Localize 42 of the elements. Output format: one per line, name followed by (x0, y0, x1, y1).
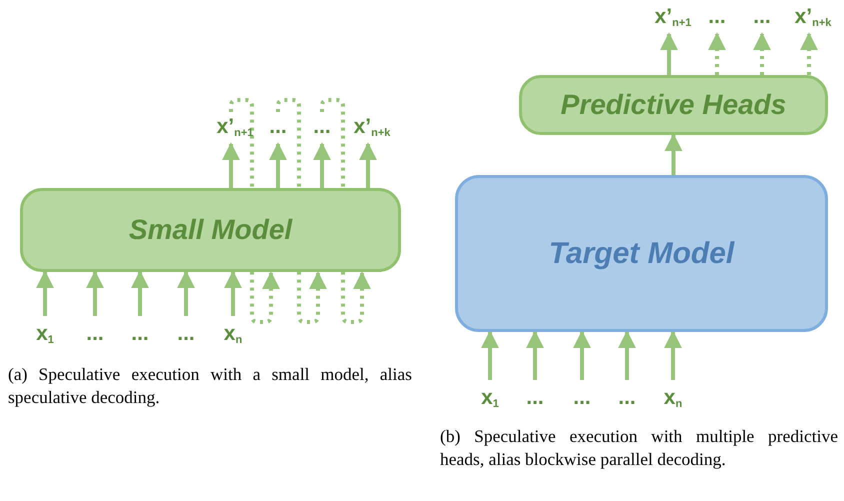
model-box: Predictive Heads (519, 75, 828, 135)
arrow (86, 270, 104, 316)
arrow (313, 142, 331, 188)
arrow (526, 330, 544, 380)
token-label: ... (520, 386, 550, 410)
arrow (222, 142, 240, 188)
token-label: ... (80, 322, 110, 346)
arrow (36, 270, 54, 316)
model-box: Target Model (455, 175, 828, 332)
figure-caption: (b) Speculative execution with multiple predictive heads, alias blockwise parallel decoding. (440, 425, 838, 471)
arrow (481, 330, 499, 380)
arrow (359, 142, 377, 188)
token-label: ... (264, 114, 292, 140)
token-label: x$_{n}$ (218, 322, 248, 346)
token-label: ... (612, 386, 642, 410)
token-label: ... (703, 4, 731, 30)
token-label: x’$_{n+k}$ (350, 114, 394, 140)
token-label: x’$_{n+k}$ (790, 4, 836, 30)
token-label: x$_{1}$ (30, 322, 60, 346)
arrow (618, 330, 636, 380)
figure-caption: (a) Speculative execution with a small model, alias speculative decoding. (8, 363, 412, 409)
token-label: ... (171, 322, 201, 346)
arrow (177, 270, 195, 316)
token-label: ... (567, 386, 597, 410)
arrow (664, 330, 682, 380)
token-label: x$_{n}$ (658, 386, 688, 410)
token-label: x’$_{n+1}$ (213, 114, 257, 140)
arrow (573, 330, 591, 380)
arrow (269, 142, 287, 188)
arrow (224, 270, 242, 316)
model-box: Small Model (20, 188, 401, 272)
dotted-arrow (753, 32, 771, 75)
arrow (664, 133, 682, 175)
arrow (660, 32, 678, 75)
token-label: ... (125, 322, 155, 346)
token-label: x$_{1}$ (475, 386, 505, 410)
dotted-arrow (800, 32, 818, 75)
token-label: x’$_{n+1}$ (650, 4, 696, 30)
arrow (131, 270, 149, 316)
token-label: ... (308, 114, 336, 140)
token-label: ... (748, 4, 776, 30)
dotted-arrow (708, 32, 726, 75)
